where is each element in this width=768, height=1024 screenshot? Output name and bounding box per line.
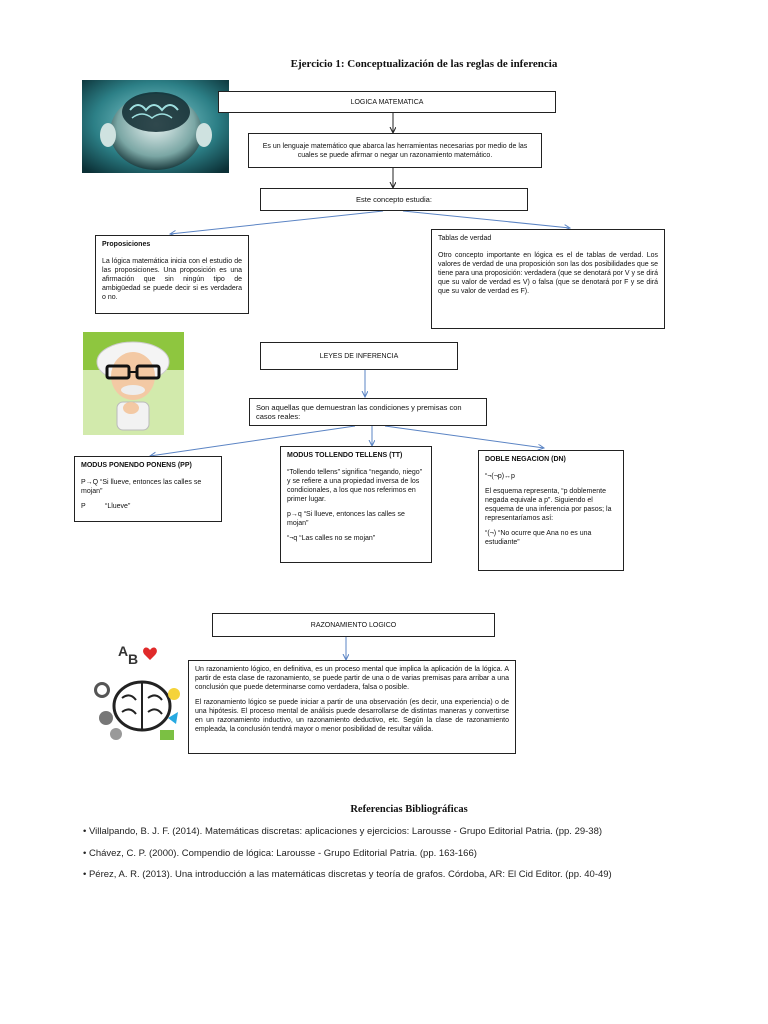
pp-heading: MODUS PONENDO PONENS (PP) xyxy=(81,462,192,469)
reference-item: • Villalpando, B. J. F. (2014). Matemáti… xyxy=(83,826,603,837)
node-leyes-inferencia: LEYES DE INFERENCIA xyxy=(260,342,458,370)
tablas-heading: Tablas de verdad xyxy=(438,235,492,242)
node-leyes-definicion: Son aquellas que demuestran las condicio… xyxy=(249,398,487,426)
node-tablas-verdad: Tablas de verdad Otro concepto important… xyxy=(431,229,665,329)
references-title: Referencias Bibliográficas xyxy=(350,804,468,815)
pp-line1: P→Q “Si llueve, entonces las calles se m… xyxy=(81,479,202,495)
reference-item: • Pérez, A. R. (2013). Una introducción … xyxy=(83,869,612,880)
tt-line1: “Tollendo tellens” significa “negando, n… xyxy=(287,469,423,503)
node-logica-matematica: LOGICA MATEMATICA xyxy=(218,91,556,113)
tt-heading: MODUS TOLLENDO TELLENS (TT) xyxy=(287,452,403,459)
arrow-estudia-to-tablas xyxy=(402,210,570,228)
reference-item: • Chávez, C. P. (2000). Compendio de lóg… xyxy=(83,848,477,859)
tablas-text: Otro concepto importante en lógica es el… xyxy=(438,252,658,295)
node-doble-negacion: DOBLE NEGACION (DN) “¬(¬p)↔p El esquema … xyxy=(478,450,624,571)
node-modus-tollens: MODUS TOLLENDO TELLENS (TT) “Tollendo te… xyxy=(280,446,432,563)
node-modus-ponens: MODUS PONENDO PONENS (PP) P→Q “Si llueve… xyxy=(74,456,222,522)
pp-line2: P “Llueve” xyxy=(81,503,131,510)
node-logica-definicion: Es un lenguaje matemático que abarca las… xyxy=(248,133,542,168)
dn-line1: “¬(¬p)↔p xyxy=(485,473,515,480)
arrow-leyes-def-to-pp xyxy=(150,425,356,456)
tt-line2: p→q “Si llueve, entonces las calles se m… xyxy=(287,511,405,527)
dn-line3: “(¬) “No ocurre que Ana no es una estudi… xyxy=(485,530,592,546)
arrow-estudia-to-proposiciones xyxy=(170,210,384,234)
page-title: Ejercicio 1: Conceptualización de las re… xyxy=(290,58,558,70)
dn-heading: DOBLE NEGACION (DN) xyxy=(485,456,566,463)
node-razonamiento-logico: RAZONAMIENTO LOGICO xyxy=(212,613,495,637)
dn-line2: El esquema representa, “p doblemente neg… xyxy=(485,488,612,522)
node-razonamiento-definicion: Un razonamiento lógico, en definitiva, e… xyxy=(188,660,516,754)
razonamiento-p1: Un razonamiento lógico, en definitiva, e… xyxy=(195,666,509,691)
brain-illustration-image: A B xyxy=(88,638,188,750)
arrow-leyes-def-to-dn xyxy=(384,425,544,448)
tt-line3: “¬q “Las calles no se mojan” xyxy=(287,535,376,542)
node-concepto-estudia: Este concepto estudia: xyxy=(260,188,528,211)
einstein-cartoon-image xyxy=(83,332,184,435)
svg-text:A: A xyxy=(118,643,128,659)
razonamiento-p2: El razonamiento lógico se puede iniciar … xyxy=(195,699,509,733)
node-proposiciones: Proposiciones La lógica matemática inici… xyxy=(95,235,249,314)
proposiciones-heading: Proposiciones xyxy=(102,241,151,248)
proposiciones-text: La lógica matemática inicia con el estud… xyxy=(102,258,242,301)
brain-head-image xyxy=(82,80,229,173)
svg-text:B: B xyxy=(128,651,138,667)
